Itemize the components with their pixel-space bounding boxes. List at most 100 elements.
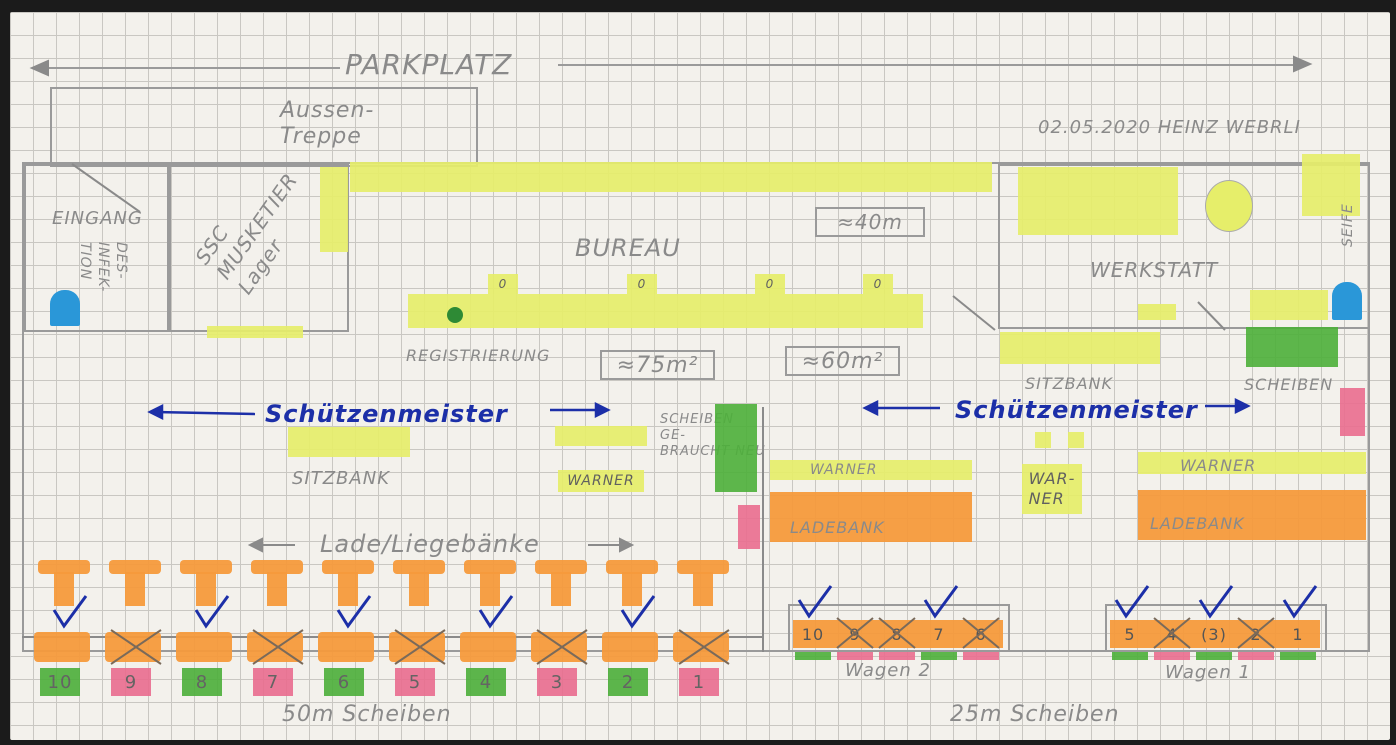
closed-cross xyxy=(394,629,446,665)
wagen2-check xyxy=(923,585,959,619)
wagen2-check xyxy=(797,585,833,619)
lane-marker xyxy=(1196,652,1232,660)
approved-check xyxy=(620,595,656,629)
loading-bench-post xyxy=(551,572,571,606)
lane-number: 5 xyxy=(1124,624,1136,644)
loading-bench-post xyxy=(693,572,713,606)
lane-marker xyxy=(879,652,915,660)
storage-shelf xyxy=(320,167,348,252)
parking-arrow-line-left xyxy=(40,67,340,69)
loading-bench-top xyxy=(38,560,90,574)
loading-bench-top xyxy=(251,560,303,574)
loading-bench-post xyxy=(196,572,216,606)
approved-check xyxy=(194,595,230,629)
ladebank-mid xyxy=(770,492,972,542)
soap-dispenser-icon xyxy=(1332,282,1362,320)
lane-marker xyxy=(921,652,957,660)
wagen2-cross xyxy=(962,617,1000,649)
targets-stock-right-label: SCHEIBEN xyxy=(1244,375,1334,394)
registration-desk xyxy=(408,294,923,328)
loading-bench-top xyxy=(535,560,587,574)
targets-50m-label: 50m Scheiben xyxy=(282,702,452,727)
ladebank-far-label: LADEBANK xyxy=(1150,514,1245,533)
targets-pink-right xyxy=(1340,388,1365,436)
warner-far-bar xyxy=(1138,452,1366,474)
outdoor-stairs-label: Aussen- Treppe xyxy=(280,98,375,149)
targets-stack-pink xyxy=(738,505,760,549)
lane-number: 1 xyxy=(679,668,719,696)
bureau-label: BUREAU xyxy=(575,234,681,262)
loading-bench-top xyxy=(606,560,658,574)
loading-bench-top xyxy=(464,560,516,574)
targets-stock-right xyxy=(1246,327,1338,367)
ladebank-far xyxy=(1138,490,1366,540)
wagen2-cross xyxy=(878,617,916,649)
bureau-seat: 0 xyxy=(488,274,518,294)
loading-bench-top xyxy=(677,560,729,574)
area-60-label: ≈60m² xyxy=(785,346,900,376)
wagen1-check xyxy=(1198,585,1234,619)
lane-number: 7 xyxy=(933,624,945,644)
lane-marker xyxy=(1112,652,1148,660)
sitzbank-left-label: SITZBANK xyxy=(292,468,390,489)
parking-title: PARKPLATZ xyxy=(345,48,513,81)
lane-marker xyxy=(963,652,999,660)
warner-box-label: WAR- NER xyxy=(1022,464,1082,514)
targets-stack-green xyxy=(715,404,757,492)
bureau-seat: 0 xyxy=(863,274,893,294)
area-75-label: ≈75m² xyxy=(600,350,715,380)
loading-bench-post xyxy=(267,572,287,606)
sitzbank-right-label: SITZBANK xyxy=(1025,374,1113,393)
loading-bench-top xyxy=(109,560,161,574)
workshop-small-box xyxy=(1138,304,1176,320)
wagen1-cross xyxy=(1153,617,1191,649)
wagen1-check xyxy=(1114,585,1150,619)
loading-bench-post xyxy=(338,572,358,606)
lane-number: 5 xyxy=(395,668,435,696)
shooting-position xyxy=(34,632,90,662)
approved-check xyxy=(336,595,372,629)
lane-number: 7 xyxy=(253,668,293,696)
wagen1-bar xyxy=(1110,620,1320,648)
shooting-position xyxy=(318,632,374,662)
registration-label: REGISTRIERUNG xyxy=(406,346,551,365)
bureau-top-bar xyxy=(350,162,992,192)
loading-bench-post xyxy=(480,572,500,606)
lane-number: (3) xyxy=(1201,624,1227,644)
targets-25m-label: 25m Scheiben xyxy=(950,702,1120,727)
workshop-label: WERKSTATT xyxy=(1090,258,1219,282)
loading-benches-label: Lade/Liegebänke xyxy=(320,530,540,558)
closed-cross xyxy=(536,629,588,665)
loading-bench-post xyxy=(409,572,429,606)
wagen1-cross xyxy=(1237,617,1275,649)
lane-number: 2 xyxy=(608,668,648,696)
author-date: 02.05.2020 HEINZ WEBRLI xyxy=(1038,117,1301,138)
lane-number: 6 xyxy=(324,668,364,696)
lane-marker xyxy=(1280,652,1316,660)
lane-number: 9 xyxy=(111,668,151,696)
warner-mid-bar xyxy=(770,460,972,480)
wagen2-frame xyxy=(788,604,1010,652)
closed-cross xyxy=(252,629,304,665)
loading-bench-post xyxy=(125,572,145,606)
shooting-position xyxy=(176,632,232,662)
ladebank-mid-label: LADEBANK xyxy=(790,518,885,537)
workshop-bench-right xyxy=(1250,290,1328,320)
closed-cross xyxy=(678,629,730,665)
workshop-cabinet xyxy=(1302,154,1360,216)
lane-number: 10 xyxy=(40,668,80,696)
approved-check xyxy=(52,595,88,629)
workshop-shelf xyxy=(1018,167,1178,235)
wagen1-label: Wagen 1 xyxy=(1165,662,1251,683)
wagen1-check xyxy=(1282,585,1318,619)
loading-bench-top xyxy=(180,560,232,574)
lane-marker xyxy=(795,652,831,660)
closed-cross xyxy=(110,629,162,665)
warner-box-light-2 xyxy=(1068,432,1084,448)
lane-marker xyxy=(1238,652,1274,660)
lane-number: 8 xyxy=(182,668,222,696)
shooting-position xyxy=(460,632,516,662)
area-40-label: ≈40m xyxy=(815,207,925,237)
approved-check xyxy=(478,595,514,629)
loading-bench-post xyxy=(622,572,642,606)
